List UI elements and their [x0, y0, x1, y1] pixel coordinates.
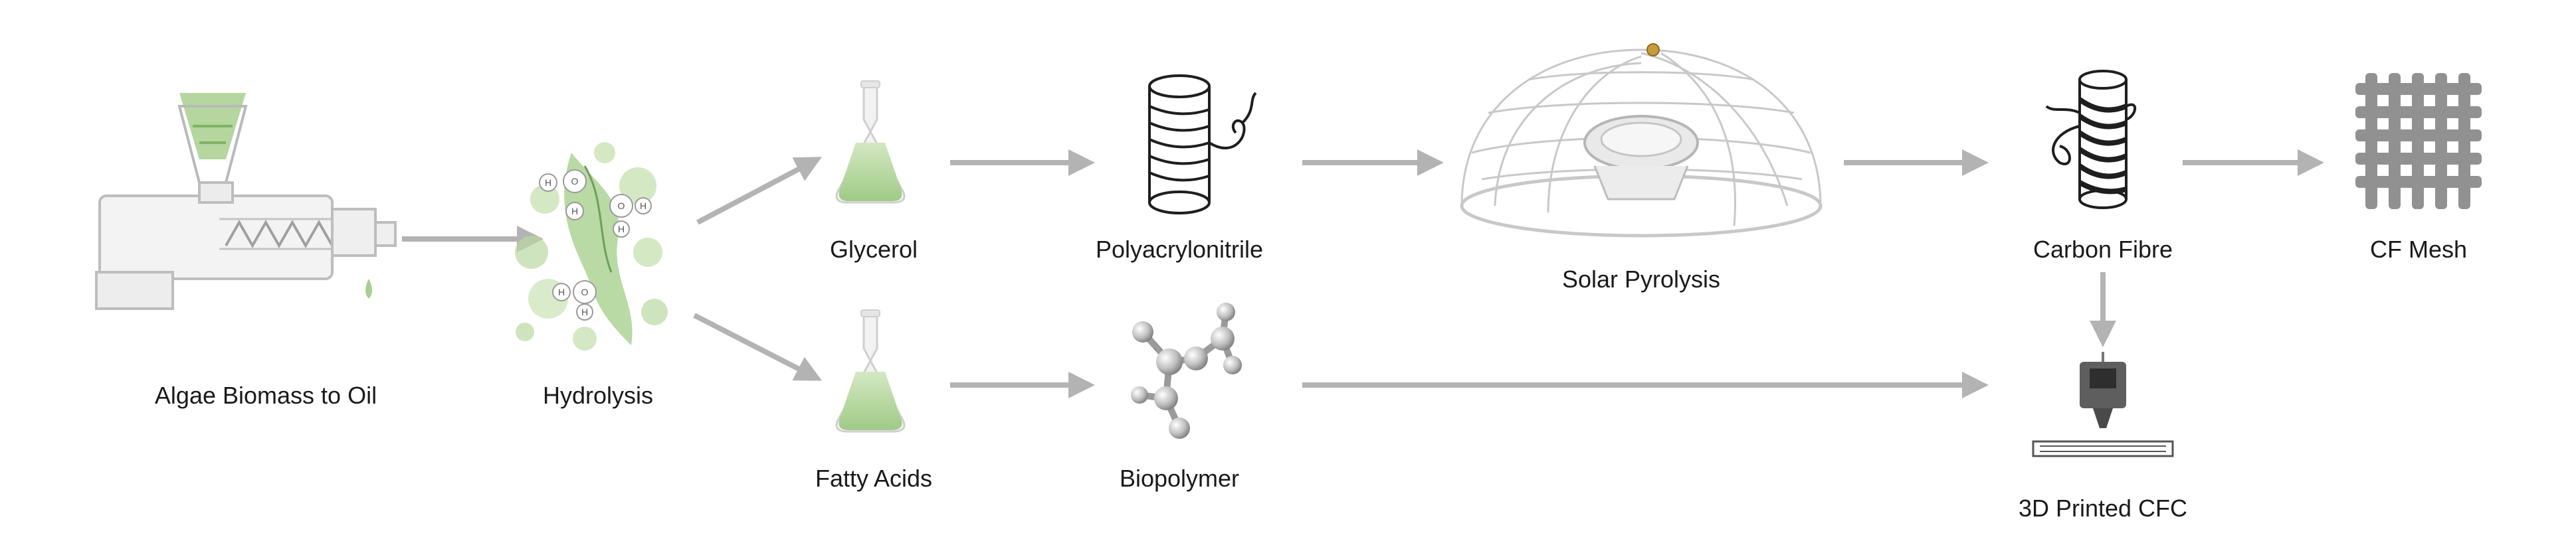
- step-label-biopolymer: Biopolymer: [1120, 465, 1239, 493]
- molecule-splash-icon: H O H O H H H O H: [515, 142, 668, 351]
- hydrogen-atom-label: H: [558, 287, 565, 297]
- hydrogen-atom-label: H: [545, 177, 551, 188]
- step-label-fatty-acids: Fatty Acids: [815, 465, 932, 493]
- step-label-polyacrylonitrile: Polyacrylonitrile: [1096, 236, 1263, 264]
- flask-icon: [837, 81, 904, 202]
- oxygen-atom-label: O: [571, 176, 579, 187]
- step-label-algae-biomass: Algae Biomass to Oil: [155, 382, 377, 410]
- hydrogen-atom-label: H: [571, 206, 578, 216]
- mesh-weave-icon: [2355, 73, 2482, 209]
- step-label-hydrolysis: Hydrolysis: [543, 382, 653, 410]
- fiber-spool-icon: [1149, 76, 1256, 213]
- molecule-model-icon: [1131, 303, 1242, 439]
- oil-press-icon: [96, 93, 395, 309]
- step-label-cf-mesh: CF Mesh: [2370, 236, 2467, 264]
- arrow-hydrolysis-fatty-acids: [694, 315, 817, 378]
- fiber-spool-icon: [2046, 71, 2135, 208]
- hydrogen-atom-label: H: [581, 307, 588, 317]
- oxygen-atom-label: O: [618, 200, 625, 211]
- oxygen-atom-label: O: [581, 287, 589, 297]
- arrow-hydrolysis-glycerol: [698, 159, 817, 222]
- hydrogen-atom-label: H: [618, 224, 625, 234]
- step-label-3d-printed-cfc: 3D Printed CFC: [2019, 495, 2187, 522]
- step-label-solar-pyrolysis: Solar Pyrolysis: [1562, 266, 1720, 293]
- arrows: [402, 159, 2319, 385]
- solar-dome-icon: [1462, 44, 1821, 236]
- step-label-glycerol: Glycerol: [830, 236, 918, 264]
- 3d-printer-icon: [2033, 352, 2173, 456]
- hydrogen-atom-label: H: [640, 200, 646, 211]
- flask-icon: [837, 310, 904, 431]
- step-label-carbon-fibre: Carbon Fibre: [2033, 236, 2173, 264]
